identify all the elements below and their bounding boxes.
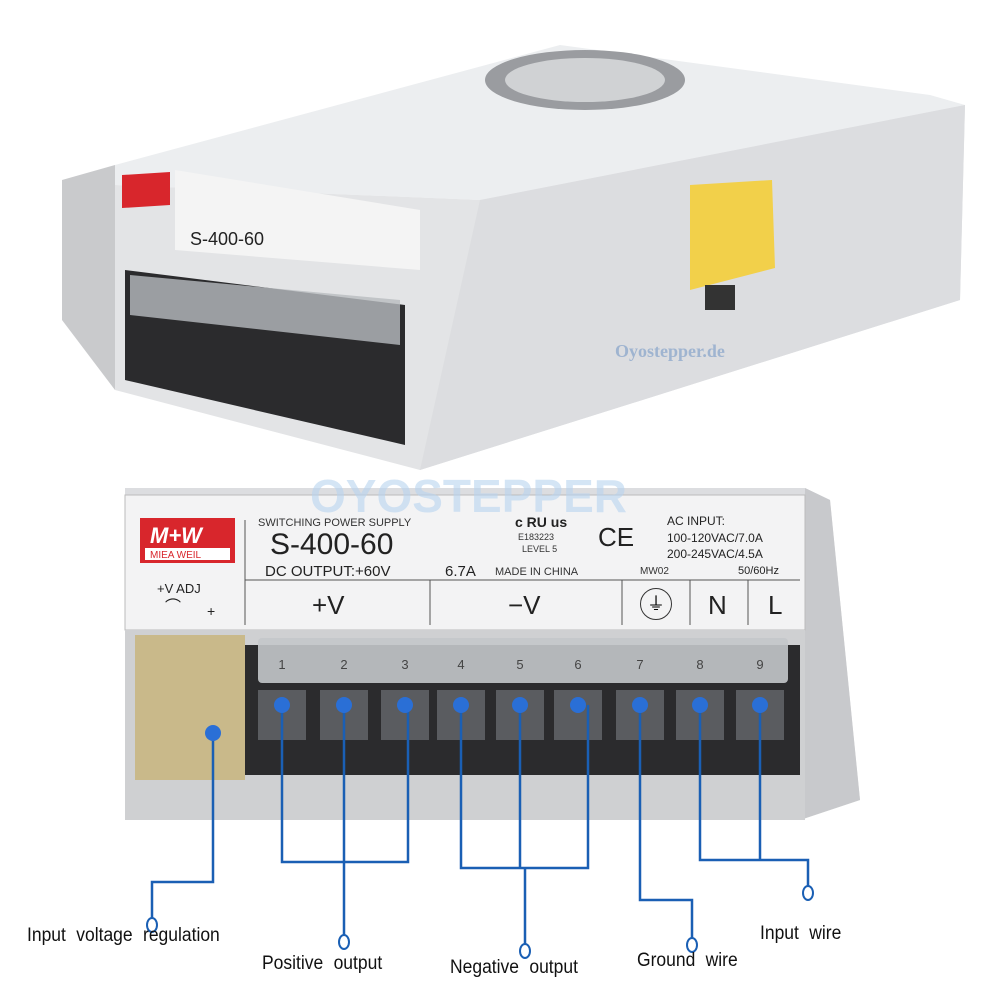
top-unit: S-400-60 Oyostepper.de	[62, 45, 965, 470]
terminal-n-label: N	[708, 590, 727, 620]
callout-end-circle	[519, 943, 531, 959]
brand-name: MIEA WEIL	[150, 550, 202, 561]
callout-line	[638, 705, 694, 938]
ac-range-2: 200-245VAC/4.5A	[667, 547, 763, 561]
label-origin: MADE IN CHINA	[495, 566, 579, 578]
callout-end-circle	[338, 934, 350, 950]
callout-ground: Ground wire	[637, 950, 738, 971]
terminal-l-label: L	[768, 590, 783, 620]
terminal-dot	[453, 697, 469, 713]
terminal-number: 3	[401, 657, 408, 672]
callout-line	[280, 705, 410, 935]
terminal-dot	[336, 697, 352, 713]
terminal-plus-label: +V	[312, 590, 345, 620]
terminal-number: 9	[756, 657, 763, 672]
label-current: 6.7A	[445, 563, 476, 580]
adj-label: +V ADJ	[157, 581, 201, 596]
terminal-dot	[632, 697, 648, 713]
cert-code: E183223	[518, 532, 555, 542]
top-watermark: Oyostepper.de	[615, 341, 725, 361]
cert-level: LEVEL 5	[522, 544, 558, 554]
terminal-dot	[570, 697, 586, 713]
terminal-number: 1	[278, 657, 285, 672]
ul-mark: c RU us	[515, 514, 568, 530]
top-model-text: S-400-60	[190, 229, 264, 249]
label-type: SWITCHING POWER SUPPLY	[258, 517, 412, 529]
callout-positive: Positive output	[262, 953, 383, 974]
terminal-minus-label: −V	[508, 590, 541, 620]
callout-end-circle	[802, 885, 814, 901]
adj-plus: +	[207, 603, 216, 619]
center-watermark: OYOSTEPPER	[310, 470, 627, 522]
terminal-dot	[512, 697, 528, 713]
ground-icon: ⏚	[640, 588, 672, 620]
terminal-number: 2	[340, 657, 347, 672]
label-code: MW02	[640, 566, 669, 577]
ce-mark: CE	[598, 522, 635, 552]
callout-negative: Negative output	[450, 957, 578, 978]
label-freq: 50/60Hz	[738, 565, 779, 577]
terminal-dot	[397, 697, 413, 713]
label-model: S-400-60	[270, 528, 394, 561]
ac-range-1: 100-120VAC/7.0A	[667, 531, 763, 545]
adj-arrow-icon[interactable]: ⌒	[165, 599, 182, 616]
callout-input: Input wire	[760, 923, 842, 944]
callout-end-circle	[686, 937, 698, 953]
terminal-dot	[205, 725, 221, 741]
terminal-dot	[274, 697, 290, 713]
label-output: DC OUTPUT:+60V	[265, 563, 391, 580]
callout-line	[150, 733, 215, 918]
callout-line	[459, 705, 590, 944]
terminal-number: 7	[636, 657, 643, 672]
terminal-number: 8	[696, 657, 703, 672]
front-unit: M+W MIEA WEIL 1 2 3 4 5 6 7 8 9 OYOSTEPPER	[124, 470, 860, 820]
terminal-dot	[752, 697, 768, 713]
terminal-dot	[692, 697, 708, 713]
brand-logo: M+W	[150, 523, 204, 548]
callout-end-circle	[146, 917, 158, 933]
terminal-number: 4	[457, 657, 464, 672]
callout-line	[698, 705, 810, 886]
ac-title: AC INPUT:	[667, 514, 726, 528]
callout-regulation: Input voltage regulation	[27, 925, 220, 946]
callout-lines	[146, 697, 814, 959]
terminal-number: 5	[516, 657, 523, 672]
terminal-number: 6	[574, 657, 581, 672]
